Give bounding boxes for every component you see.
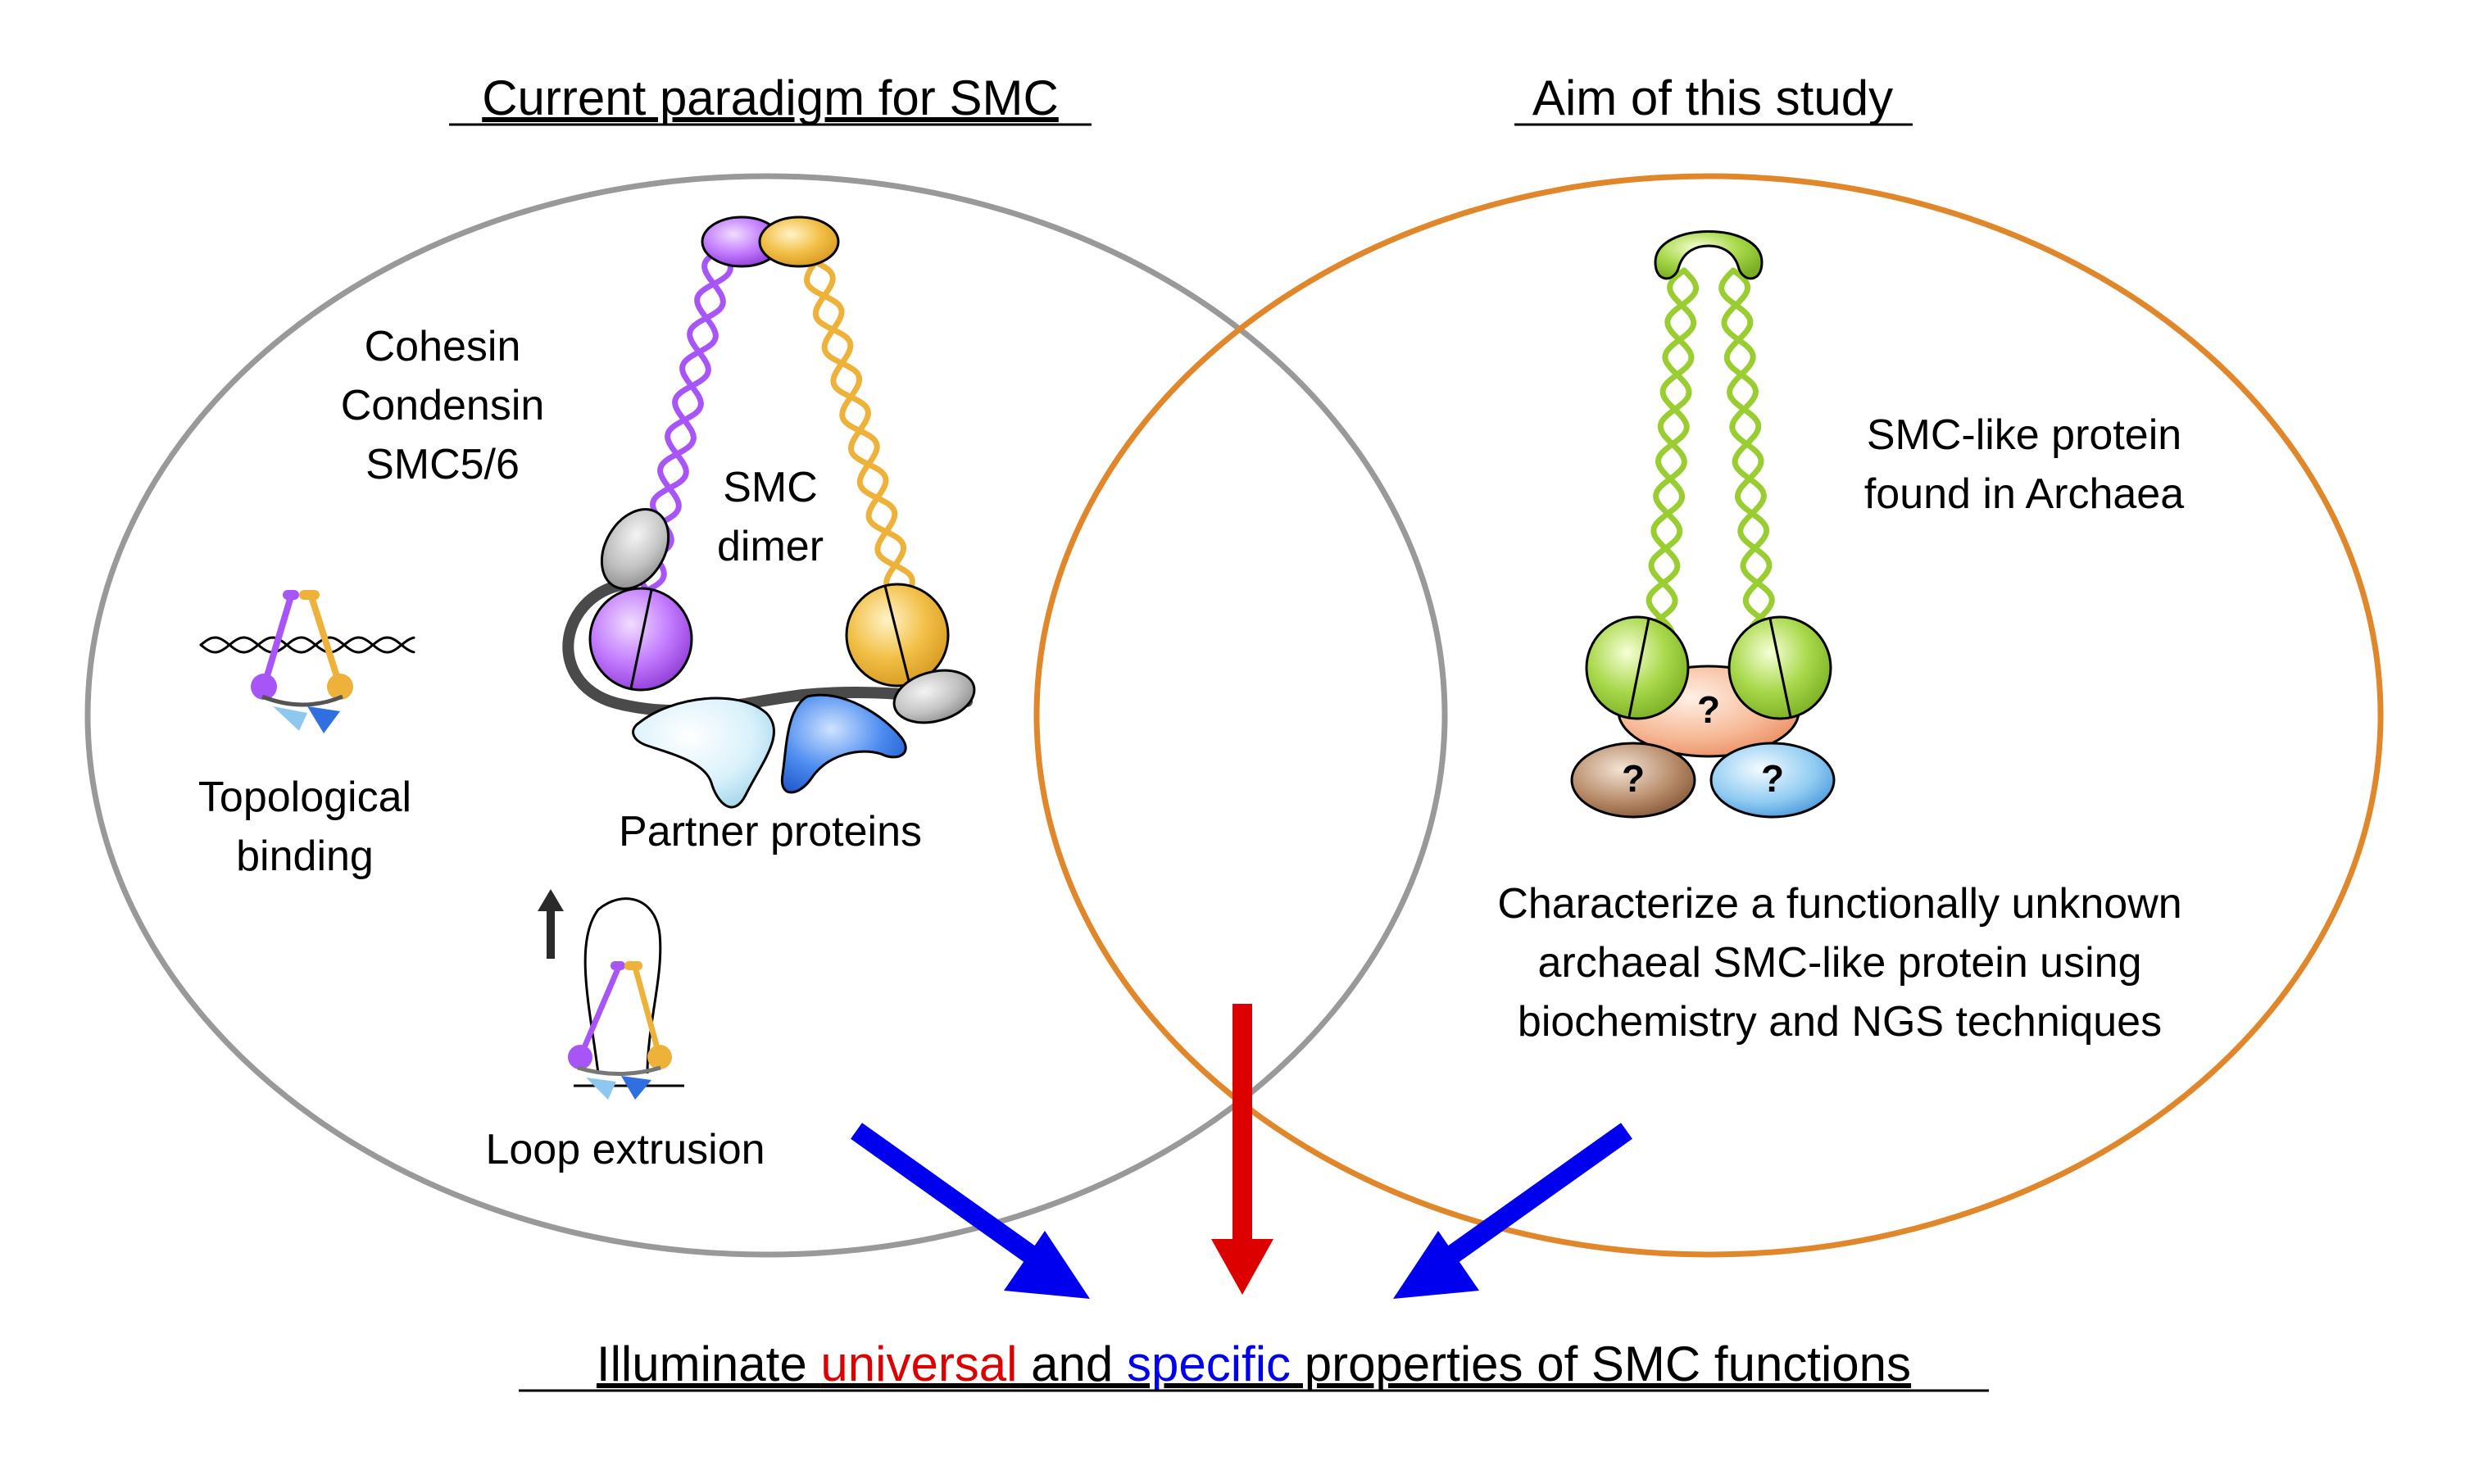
topological-binding-icon — [199, 590, 415, 733]
conclusion-universal: universal — [820, 1337, 1017, 1391]
right-heading: Aim of this study — [1532, 70, 1893, 125]
extrusion-orange-hinge — [624, 961, 642, 970]
orange-head-split — [883, 585, 911, 685]
extruded-dna-loop — [583, 897, 662, 1074]
convergence-arrows — [851, 1004, 1632, 1299]
gray-partner-right — [892, 669, 976, 724]
dna-strand-b — [199, 636, 415, 654]
loop-extrusion-label: Loop extrusion — [485, 1126, 765, 1173]
unknown-partner-blue — [1709, 742, 1836, 819]
red-arrow-head — [1211, 1239, 1273, 1295]
topo-purple-head — [251, 674, 277, 700]
unknown-mark-brown: ? — [1622, 757, 1645, 800]
conclusion-prefix: Illuminate — [597, 1337, 820, 1391]
extrusion-blue-partner — [621, 1076, 651, 1100]
green-coiled-coil-2b — [1721, 267, 1777, 642]
aim-text-line-2: archaeal SMC-like protein using — [1537, 939, 2141, 987]
topological-binding-label-1: Topological — [198, 774, 411, 821]
extrusion-kleisin — [577, 1065, 661, 1076]
purple-head-split — [629, 589, 653, 689]
extrusion-orange-head — [647, 1045, 672, 1069]
topo-orange-head — [327, 674, 353, 700]
gray-partner-left — [600, 508, 670, 590]
left-blue-arrow-shaft — [851, 1123, 1046, 1270]
green-head-left-split — [1627, 618, 1650, 718]
partner-proteins-label: Partner proteins — [619, 808, 922, 855]
left-circle — [84, 173, 1448, 1258]
topo-purple-arm — [261, 595, 294, 688]
loop-extrusion-icon — [538, 889, 684, 1100]
unknown-mark-blue: ? — [1761, 757, 1784, 800]
topo-orange-hinge — [299, 590, 320, 600]
extrusion-orange-arm — [632, 966, 663, 1058]
extrusion-purple-hinge — [611, 961, 625, 970]
extrusion-purple-arm — [577, 965, 622, 1059]
green-head-right-split — [1768, 618, 1792, 718]
right-blue-arrow-shaft — [1437, 1123, 1632, 1270]
smc-like-protein-label-2: found in Archaea — [1864, 470, 2184, 518]
blue-partner — [780, 693, 907, 794]
green-coiled-coil-2a — [1718, 267, 1775, 643]
smc-dimer-label-2: dimer — [717, 523, 824, 570]
extrusion-light-partner — [586, 1078, 616, 1100]
aim-text-line-1: Characterize a functionally unknown — [1497, 880, 2181, 928]
smc-dimer-label-1: SMC — [723, 464, 818, 511]
extrusion-purple-head — [568, 1045, 592, 1069]
left-heading: Current paradigm for SMC — [482, 70, 1059, 125]
green-coiled-coil-1a — [1643, 267, 1697, 642]
conclusion-statement: Illuminate universal and specific proper… — [597, 1337, 1911, 1391]
orange-coiled-coil-b — [812, 259, 907, 596]
topo-orange-arm — [308, 595, 343, 688]
smc-like-protein-label-1: SMC-like protein — [1867, 411, 2181, 459]
complex-name-cohesin: Cohesin — [365, 323, 521, 370]
topo-blue-partner — [307, 706, 340, 733]
green-coiled-coil-1b — [1646, 267, 1700, 643]
right-circle — [1033, 173, 2384, 1258]
green-head-left — [1585, 615, 1690, 720]
right-blue-arrow-head — [1393, 1231, 1479, 1299]
topo-kleisin — [261, 694, 343, 707]
conclusion-middle: and — [1018, 1337, 1127, 1391]
extrusion-arrow-head — [538, 889, 564, 911]
orange-coiled-coil-a — [803, 259, 915, 591]
archaeal-smc-illustration: ? ? ? — [1570, 230, 1836, 819]
smc-dimer-illustration — [562, 216, 976, 809]
aim-text-line-3: biochemistry and NGS techniques — [1518, 998, 2162, 1046]
conclusion-suffix: properties of SMC functions — [1291, 1337, 1911, 1391]
unknown-mark-peach: ? — [1697, 688, 1720, 731]
light-blue-partner — [632, 697, 775, 809]
purple-coiled-coil-b — [634, 247, 733, 593]
green-hinge — [1654, 230, 1764, 280]
complex-name-condensin: Condensin — [341, 382, 545, 429]
topo-light-partner — [273, 706, 307, 731]
orange-hinge — [758, 216, 840, 268]
complex-name-smc56: SMC5/6 — [365, 441, 520, 488]
dna-strand-a — [199, 636, 415, 654]
topo-purple-hinge — [283, 590, 299, 600]
unknown-partner-brown — [1570, 742, 1696, 819]
left-blue-arrow-head — [1004, 1231, 1090, 1299]
topological-binding-label-2: binding — [236, 833, 374, 880]
conclusion-specific: specific — [1127, 1337, 1291, 1391]
